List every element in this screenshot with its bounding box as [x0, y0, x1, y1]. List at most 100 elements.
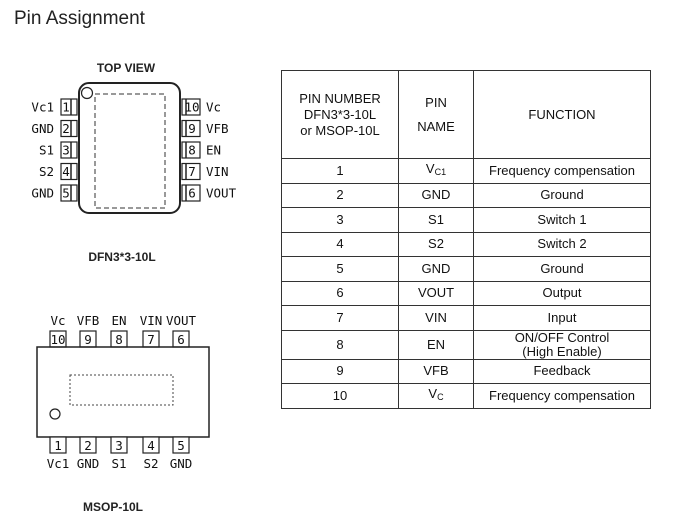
pin-name-cell: VC — [398, 383, 474, 409]
msop-pin-name: S2 — [143, 456, 158, 471]
page-title: Pin Assignment — [14, 8, 145, 29]
dfn-pin-name: Vc — [206, 100, 221, 115]
dfn-pin-name: VFB — [206, 121, 229, 136]
pin-number-cell: 9 — [281, 358, 399, 384]
msop-pin-number: 3 — [115, 438, 123, 453]
msop-pin-number: 10 — [50, 332, 65, 347]
dfn-pin-number: 6 — [188, 186, 196, 201]
pin-function-cell: Frequency compensation — [473, 383, 651, 409]
msop-pin1-marker — [49, 408, 61, 420]
dfn-pin-box — [60, 98, 78, 116]
msop-pin-box — [110, 436, 128, 454]
msop-pin-name: EN — [111, 313, 126, 328]
pin-table: PIN NUMBER DFN3*3-10L or MSOP-10L PIN NA… — [281, 70, 651, 409]
pin-number-cell: 2 — [281, 182, 399, 208]
pin-name-cell: VIN — [398, 305, 474, 331]
header-pin-name-line: PIN — [425, 94, 447, 110]
dfn-pin-box — [60, 184, 78, 202]
dfn-pin-name: Vc1 — [31, 100, 54, 115]
pin-function-cell: Output — [473, 280, 651, 306]
dfn-body — [78, 82, 181, 214]
pin-number-cell: 1 — [281, 158, 399, 184]
msop-pin-name: VIN — [140, 313, 163, 328]
msop-pin-box — [142, 436, 160, 454]
header-pin-number: PIN NUMBER DFN3*3-10L or MSOP-10L — [281, 70, 399, 159]
pin-name-subscript: C1 — [434, 167, 447, 178]
pin-number-cell: 10 — [281, 383, 399, 409]
dfn-pin-name: GND — [31, 186, 54, 201]
msop-pin-number: 7 — [147, 332, 155, 347]
msop-pin-number: 5 — [177, 438, 185, 453]
pin-name-cell: VFB — [398, 358, 474, 384]
dfn-pin-name: VOUT — [206, 186, 237, 201]
msop-pin-name: VOUT — [166, 313, 197, 328]
pin-number-cell: 4 — [281, 231, 399, 257]
dfn-pin-number: 2 — [62, 121, 70, 136]
pin-number-cell: 6 — [281, 280, 399, 306]
pin-name-cell: EN — [398, 329, 474, 360]
pin-function-cell: Input — [473, 305, 651, 331]
pin1-marker — [80, 86, 94, 100]
dfn-pin-box — [60, 141, 78, 159]
dfn-pin-number: 7 — [188, 164, 196, 179]
msop-pin-name: S1 — [111, 456, 126, 471]
dfn-pin-name: S2 — [39, 164, 54, 179]
pin-number-cell: 8 — [281, 329, 399, 360]
pin-function-cell: Ground — [473, 182, 651, 208]
pin-function-cell: ON/OFF Control(High Enable) — [473, 329, 651, 360]
msop-pin-number: 2 — [84, 438, 92, 453]
pin-function-cell: Switch 2 — [473, 231, 651, 257]
dfn-pin-number: 3 — [62, 143, 70, 158]
dfn-pin-number: 10 — [184, 100, 199, 115]
dfn-pin-box — [60, 162, 78, 181]
dfn-pin-number: 4 — [62, 164, 70, 179]
msop-pin-number: 6 — [177, 332, 185, 347]
header-pin-number-line: DFN3*3-10L — [303, 106, 377, 122]
msop-body — [36, 346, 210, 438]
dfn-pin-name: GND — [31, 121, 54, 136]
dfn-caption: DFN3*3-10L — [88, 250, 155, 264]
header-pin-name-line: NAME — [417, 118, 455, 134]
table-header-row: PIN NUMBER DFN3*3-10L or MSOP-10L PIN NA… — [281, 70, 651, 159]
header-pin-name: PIN NAME — [398, 70, 474, 159]
msop-pin-name: GND — [170, 456, 193, 471]
pin-function-cell: Feedback — [473, 358, 651, 384]
top-view-label: TOP VIEW — [97, 61, 156, 75]
msop-pin-number: 4 — [147, 438, 155, 453]
dfn-pin-name: EN — [206, 143, 221, 158]
msop-pin-box — [172, 436, 190, 454]
dfn-pin-box — [60, 119, 78, 138]
msop-pin-box — [49, 436, 67, 454]
pin-name-subscript: C — [437, 392, 444, 403]
dfn-pin-name: S1 — [39, 143, 54, 158]
msop-pin-name: VFB — [77, 313, 100, 328]
exposed-pad — [94, 93, 166, 209]
msop-caption: MSOP-10L — [83, 500, 143, 514]
pin-name-cell: S2 — [398, 231, 474, 257]
pin-number-cell: 3 — [281, 207, 399, 233]
pin-function-cell: Switch 1 — [473, 207, 651, 233]
msop-pin-number: 1 — [54, 438, 62, 453]
msop-pin-name: Vc1 — [47, 456, 70, 471]
dfn-pin-number: 1 — [62, 100, 70, 115]
msop-pin-name: Vc — [50, 313, 65, 328]
dfn-pin-number: 9 — [188, 121, 196, 136]
pin-name-cell: GND — [398, 256, 474, 282]
header-pin-number-line: PIN NUMBER — [299, 90, 381, 106]
